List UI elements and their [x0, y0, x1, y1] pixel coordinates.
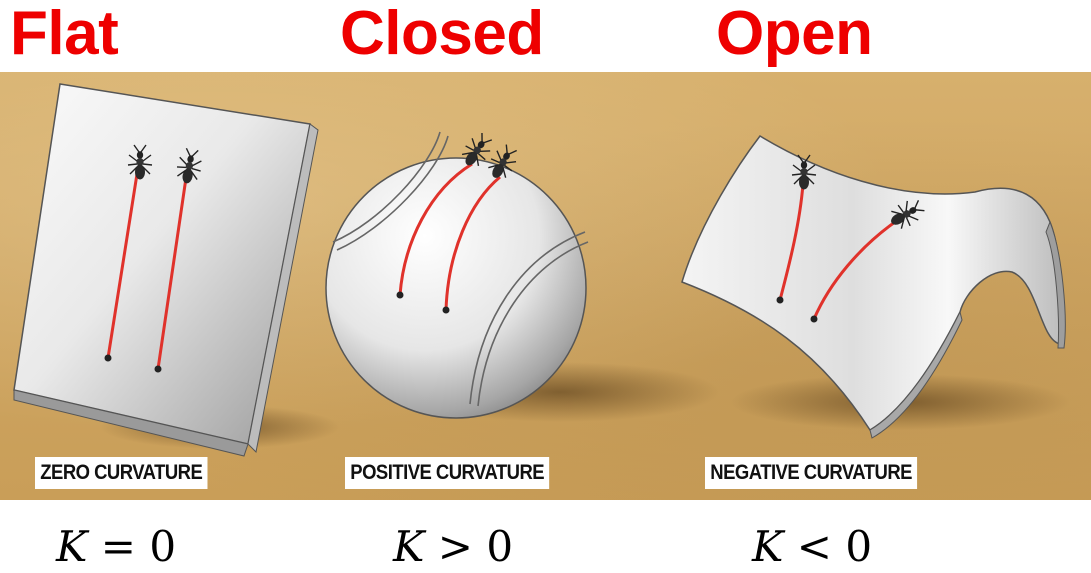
equation-relation: > — [438, 522, 473, 571]
illustration-panel: ZERO CURVATURE POSITIVE CURVATURE NEGATI… — [0, 72, 1091, 500]
equation-positive: K > 0 — [393, 522, 513, 572]
flat-plane — [14, 84, 318, 456]
equation-negative: K < 0 — [752, 522, 872, 572]
equation-variable: K — [393, 522, 424, 571]
equation-value: 0 — [486, 522, 513, 571]
title-open: Open — [716, 0, 872, 72]
sphere — [326, 130, 588, 418]
equation-value: 0 — [149, 522, 176, 571]
equation-relation: = — [101, 522, 136, 571]
title-closed: Closed — [340, 0, 544, 72]
equation-relation: < — [797, 522, 832, 571]
equation-zero: K = 0 — [56, 522, 176, 572]
equation-value: 0 — [845, 522, 872, 571]
equation-variable: K — [752, 522, 783, 571]
equation-variable: K — [56, 522, 87, 571]
title-flat: Flat — [10, 0, 118, 72]
label-negative-curvature: NEGATIVE CURVATURE — [705, 457, 917, 489]
illustration — [0, 72, 1091, 500]
label-positive-curvature: POSITIVE CURVATURE — [345, 457, 549, 489]
label-zero-curvature: ZERO CURVATURE — [35, 457, 208, 489]
